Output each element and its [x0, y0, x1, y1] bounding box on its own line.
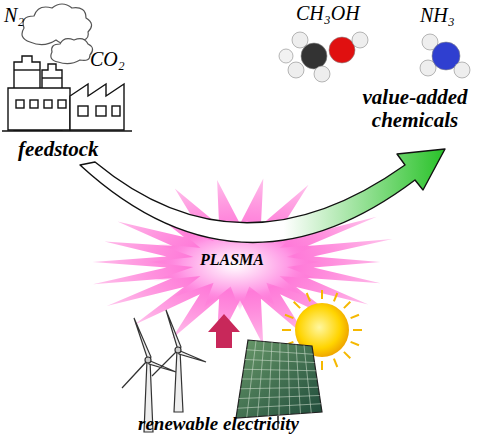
ammonia-molecule — [420, 34, 470, 78]
text-label: renewable electricity — [138, 414, 299, 435]
methanol-molecule — [279, 32, 368, 82]
sun-ray — [351, 342, 359, 345]
text-label: NH₃ — [420, 4, 455, 26]
sun-ray — [353, 329, 362, 331]
sun-ray — [282, 329, 291, 331]
sun-ray — [344, 302, 350, 308]
sun-ray — [321, 290, 323, 299]
sun-ray — [344, 352, 350, 358]
sun-ray — [294, 302, 300, 308]
panel-cell-line — [241, 387, 319, 389]
text-label: N₂ — [4, 4, 24, 26]
text-label: CH₃OH — [296, 2, 360, 24]
panel-cell-line — [244, 369, 316, 371]
panel-cell-line — [242, 379, 317, 380]
text-label: CO₂ — [90, 48, 125, 70]
panel-cell-line — [239, 396, 320, 399]
energy-arrow — [208, 314, 240, 348]
text-label: value-added chemicals — [350, 86, 480, 132]
sun-ray — [285, 315, 293, 318]
sun-ray — [334, 359, 337, 367]
sun-ray — [351, 315, 359, 318]
smoke-clouds — [22, 4, 93, 64]
panel-cell-line — [238, 404, 321, 409]
text-label: feedstock — [18, 138, 98, 161]
sun-ray — [334, 293, 337, 301]
text-label: PLASMA — [200, 251, 264, 269]
process-arrow — [80, 149, 445, 242]
panel-cell-line — [247, 350, 314, 355]
sun-ray — [321, 361, 323, 370]
sun-ray — [307, 293, 310, 301]
panel-cell-line — [245, 360, 315, 363]
